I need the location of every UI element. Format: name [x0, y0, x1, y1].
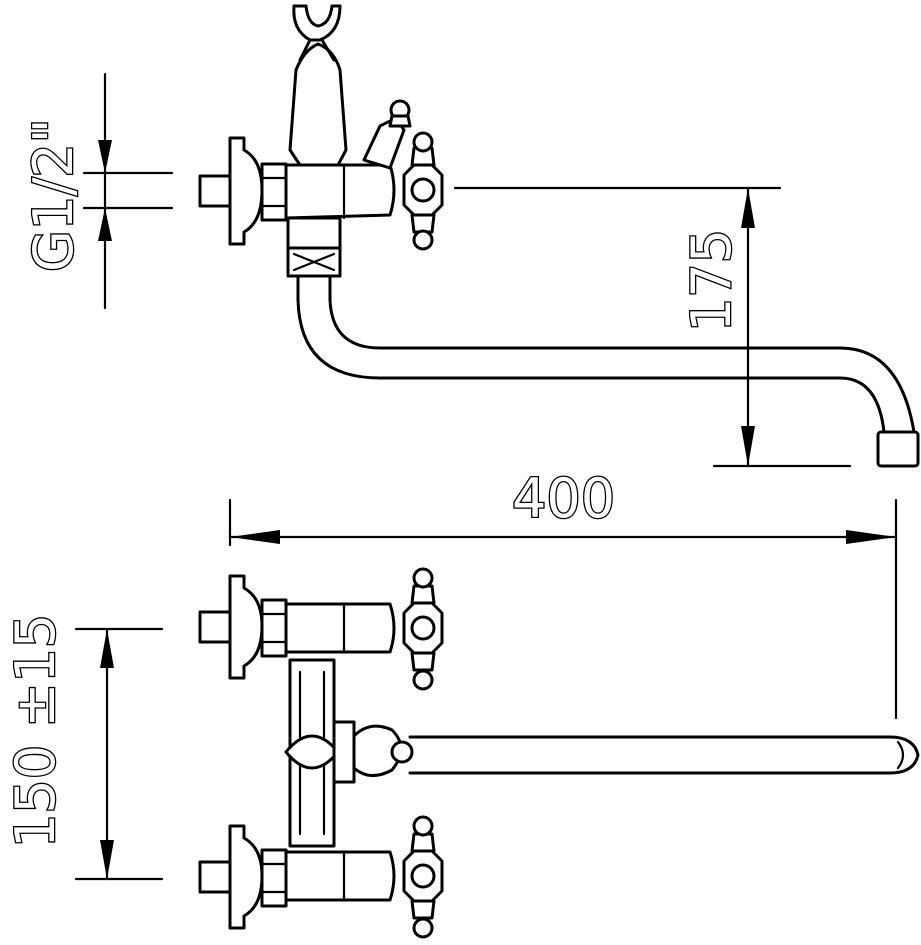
- dimension-spacing: 150 ±15: [3, 612, 164, 881]
- front-view: [198, 567, 920, 939]
- dimension-height: 175: [453, 186, 852, 468]
- dimension-spacing-label: 150 ±15: [4, 614, 67, 848]
- dimension-thread-label: G1/2": [22, 118, 85, 272]
- side-view: [198, 4, 920, 468]
- dimension-height-label: 175: [680, 229, 743, 332]
- dimension-thread: G1/2": [21, 72, 174, 310]
- dimension-length-label: 400: [512, 467, 615, 530]
- dimension-length: 400: [228, 466, 898, 720]
